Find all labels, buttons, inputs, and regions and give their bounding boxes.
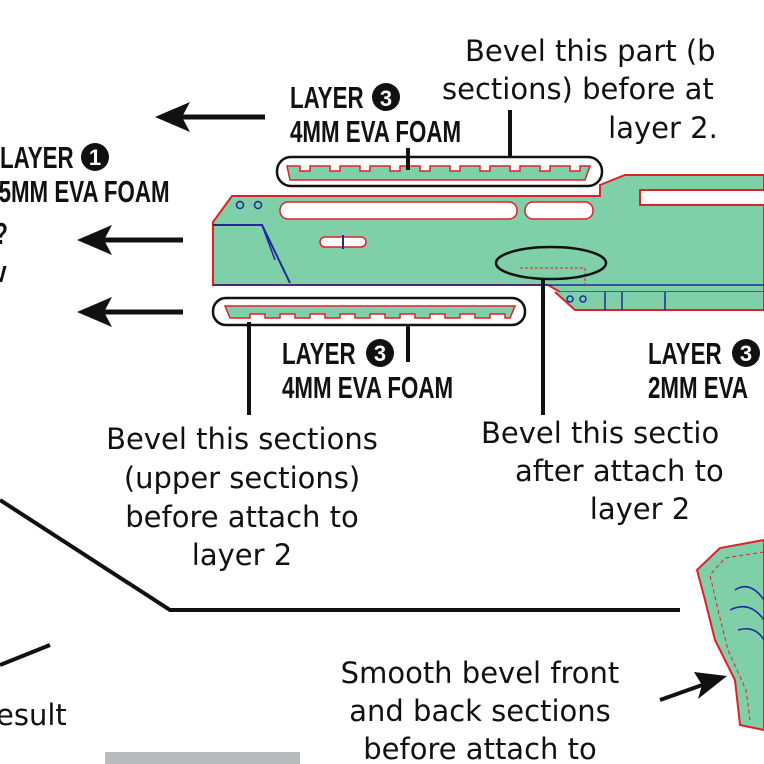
note-smooth-bevel: Smooth bevel front and back sections bef… — [341, 656, 620, 764]
svg-text:v: v — [0, 254, 7, 288]
svg-text:?: ? — [0, 216, 8, 250]
svg-text:and back sections: and back sections — [349, 694, 610, 728]
svg-text:before attach to: before attach to — [363, 732, 597, 764]
svg-text:layer 2.: layer 2. — [608, 111, 718, 145]
svg-text:Smooth bevel front: Smooth bevel front — [341, 656, 620, 690]
leader-lines — [0, 110, 706, 702]
svg-text:before attach to: before attach to — [125, 500, 359, 534]
svg-text:1: 1 — [89, 145, 101, 170]
arrow-left-top — [155, 102, 265, 132]
svg-text:LAYER: LAYER — [282, 336, 356, 370]
result-photo — [105, 752, 300, 764]
layer1-main-body — [212, 174, 764, 311]
arrow-smooth-bevel — [694, 672, 727, 699]
note-bevel-right: Bevel this sectio after attach to layer … — [481, 416, 724, 526]
layer3-top-strip — [275, 155, 604, 188]
svg-text:layer 2: layer 2 — [192, 538, 292, 572]
svg-text:3: 3 — [374, 341, 386, 366]
svg-text:5MM EVA FOAM: 5MM EVA FOAM — [0, 174, 170, 208]
svg-text:3: 3 — [380, 86, 392, 111]
svg-text:Bevel this sectio: Bevel this sectio — [481, 416, 719, 450]
svg-text:sections) before at: sections) before at — [442, 72, 714, 106]
svg-text:2MM EVA: 2MM EVA — [648, 370, 748, 404]
label-layer3-top: LAYER 3 4MM EVA FOAM — [290, 80, 461, 148]
svg-text:Bevel this part (b: Bevel this part (b — [465, 34, 716, 68]
arrow-left-middle — [77, 225, 183, 255]
arrow-left-bottom — [77, 297, 183, 327]
label-layer3-bottom: LAYER 3 4MM EVA FOAM — [282, 336, 453, 404]
svg-text:after attach to: after attach to — [515, 454, 724, 488]
grip-piece — [695, 538, 764, 732]
svg-text:LAYER: LAYER — [0, 140, 74, 174]
svg-text:(upper sections): (upper sections) — [124, 461, 360, 495]
svg-text:layer 2: layer 2 — [590, 492, 690, 526]
svg-text:Bevel this sections: Bevel this sections — [106, 422, 378, 456]
label-layer3-right: LAYER 3 2MM EVA — [648, 336, 760, 405]
svg-text:3: 3 — [740, 341, 752, 366]
note-result: esult — [0, 698, 67, 732]
svg-text:4MM EVA FOAM: 4MM EVA FOAM — [282, 370, 453, 404]
svg-text:4MM EVA FOAM: 4MM EVA FOAM — [290, 114, 461, 148]
label-layer1: LAYER 1 5MM EVA FOAM ? v — [0, 140, 170, 288]
layer3-bottom-strip — [211, 296, 527, 327]
svg-text:LAYER: LAYER — [290, 80, 364, 114]
note-bevel-left: Bevel this sections (upper sections) bef… — [106, 422, 378, 572]
svg-text:LAYER: LAYER — [648, 336, 722, 370]
note-bevel-top: Bevel this part (b sections) before at l… — [442, 34, 718, 145]
